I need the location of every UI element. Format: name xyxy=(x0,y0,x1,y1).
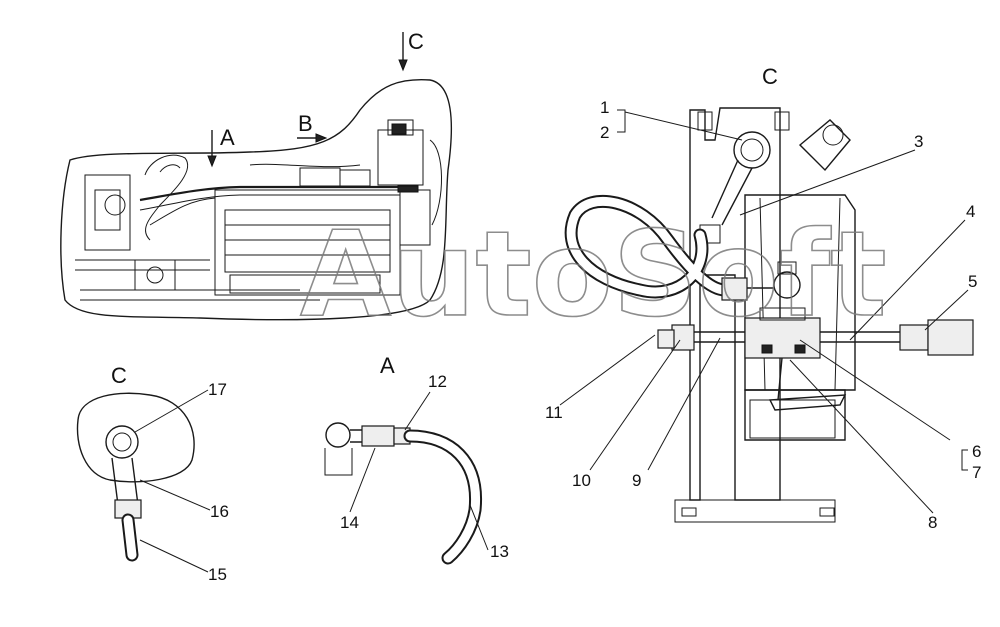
view-label-c-right: C xyxy=(762,64,778,89)
callout-4: 4 xyxy=(966,202,975,221)
engine-overview xyxy=(60,32,453,321)
view-label-c-top: C xyxy=(408,29,424,54)
callout-1: 1 xyxy=(600,98,609,117)
callout-14: 14 xyxy=(340,513,359,532)
watermark: AutoSoft xyxy=(300,205,887,343)
detail-c-left xyxy=(76,389,211,573)
callout-12: 12 xyxy=(428,372,447,391)
callout-9: 9 xyxy=(632,471,641,490)
callout-5: 5 xyxy=(968,272,977,291)
callout-6: 6 xyxy=(972,442,981,461)
callout-8: 8 xyxy=(928,513,937,532)
callout-10: 10 xyxy=(572,471,591,490)
callout-7: 7 xyxy=(972,463,981,482)
callout-3: 3 xyxy=(914,132,923,151)
view-label-c-left: C xyxy=(111,363,127,388)
callout-16: 16 xyxy=(210,502,229,521)
callout-15: 15 xyxy=(208,565,227,584)
view-label-b: B xyxy=(298,111,313,136)
view-label-a: A xyxy=(220,125,235,150)
bracket-1-2 xyxy=(617,109,626,133)
detail-c-right xyxy=(559,107,974,523)
callout-17: 17 xyxy=(208,380,227,399)
view-label-a-detail: A xyxy=(380,353,395,378)
callout-11: 11 xyxy=(545,403,563,422)
bracket-6-7 xyxy=(961,449,968,471)
callout-13: 13 xyxy=(490,542,509,561)
detail-a xyxy=(324,391,489,565)
callout-2: 2 xyxy=(600,123,609,142)
